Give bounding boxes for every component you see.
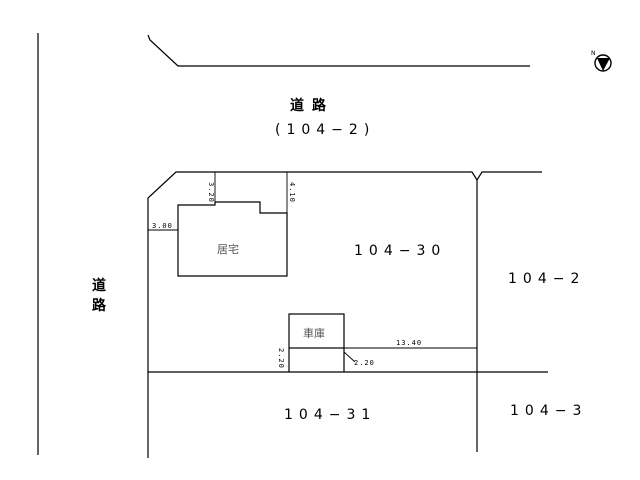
dim-3-20: 3.20 [207,182,215,203]
top-road-line [147,34,530,67]
road-left-char2: 路 [92,297,114,314]
garage-outline [288,313,345,349]
north-arrow-icon: N [591,50,612,72]
lot-right-lower-label: 104−3 [510,403,587,419]
north-letter: N [591,50,596,57]
lot-boundary-top [147,171,542,372]
dim-4-10: 4.10 [288,182,296,203]
lot-bottom-label: 104−31 [284,407,376,423]
dim-leader-2-20-right [343,351,356,363]
house-label: 居宅 [217,242,239,256]
road-left-char1: 道 [92,277,114,294]
lot-right-upper-label: 104−2 [508,271,585,287]
lot-main-label: 104−30 [354,243,446,259]
garage-label: 車庫 [303,326,325,340]
dim-2-20-right: 2.20 [354,359,375,367]
road-top-number: (104−2) [275,122,375,138]
house-outline [177,201,288,277]
dim-13-40: 13.40 [396,339,422,347]
dim-2-20-left: 2.20 [277,348,285,369]
road-top-name: 道路 [290,97,334,114]
dim-3-00: 3.00 [152,222,173,230]
